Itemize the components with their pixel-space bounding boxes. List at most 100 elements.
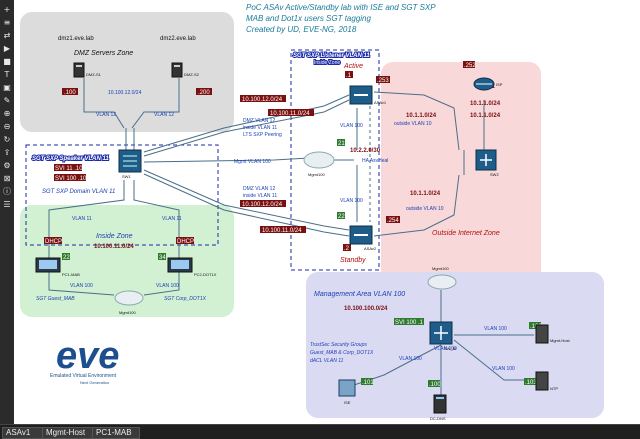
mgmt-cloud-inside[interactable]: Mgmt100 bbox=[114, 290, 144, 315]
exchange-icon[interactable]: ⇄ bbox=[3, 31, 11, 40]
mgmt-vlan100-label: Mgmt VLAN 100 bbox=[234, 159, 271, 165]
sxp-speaker-label: SGT SXP Speaker VLAN 11 bbox=[32, 156, 109, 162]
svg-text:ISP: ISP bbox=[496, 82, 503, 87]
list-icon[interactable]: ≡ bbox=[3, 18, 11, 27]
dcdns-node[interactable]: DC-DNS bbox=[430, 394, 447, 421]
svg-text:Mgmt100: Mgmt100 bbox=[119, 310, 136, 315]
zoom-in-icon[interactable]: ⊕ bbox=[3, 109, 11, 118]
dmz1-node[interactable]: dmz1.eve.lab DMZ-S1 bbox=[58, 36, 102, 78]
svg-text:Emulated Virtual Environment: Emulated Virtual Environment bbox=[50, 373, 117, 379]
svg-text:.200: .200 bbox=[198, 90, 210, 96]
vlan11-b: VLAN 11 bbox=[162, 216, 182, 222]
lock-icon[interactable]: ⊠ bbox=[3, 174, 11, 183]
sxp-peering-label: LTS SXP Peering bbox=[243, 132, 282, 138]
svg-text:dmz2.eve.lab: dmz2.eve.lab bbox=[160, 36, 196, 42]
mgmt-cloud-top[interactable]: Mgmt100 bbox=[303, 151, 335, 177]
ise-node[interactable]: ISE bbox=[338, 379, 356, 405]
inside-zone-small-label: Inside Zone bbox=[314, 60, 340, 66]
svg-text:21: 21 bbox=[338, 141, 345, 147]
sw2-node[interactable]: SW2 bbox=[475, 149, 499, 177]
svg-text:PC2-DOT1X: PC2-DOT1X bbox=[194, 272, 217, 277]
play-icon[interactable]: ▶ bbox=[3, 44, 11, 53]
topology-canvas[interactable]: PoC ASAv Active/Standby lab with ISE and… bbox=[14, 0, 640, 424]
task-tab-pc1-mab[interactable]: PC1-MAB bbox=[92, 427, 140, 439]
stop-icon[interactable]: ■ bbox=[3, 57, 11, 66]
svg-text:.254: .254 bbox=[387, 218, 399, 224]
net-outside1: 10.1.1.0/24 bbox=[406, 113, 437, 119]
svg-text:.253: .253 bbox=[377, 78, 389, 84]
vlan100-g: VLAN 100 bbox=[434, 346, 457, 352]
svg-text:SVI 100 .10: SVI 100 .10 bbox=[55, 176, 87, 182]
sxp-domain-label: SGT SXP Domain VLAN 11 bbox=[42, 189, 115, 195]
svg-text:DMZ-S2: DMZ-S2 bbox=[184, 72, 200, 77]
vlan100-f: VLAN 100 bbox=[399, 356, 422, 362]
svg-text:ASAv2: ASAv2 bbox=[364, 246, 377, 251]
vlan10b-label: outside VLAN 10 bbox=[406, 206, 444, 212]
vlan100-h: VLAN 100 bbox=[484, 326, 507, 332]
title-line-1: PoC ASAv Active/Standby lab with ISE and… bbox=[246, 3, 436, 12]
export-icon[interactable]: ⇪ bbox=[3, 148, 11, 157]
svg-text:ISE: ISE bbox=[344, 400, 351, 405]
sgt-guest-label: SGT Guest_MAB bbox=[36, 296, 75, 302]
isp-node[interactable]: ISP bbox=[473, 77, 503, 91]
pc1-node[interactable]: PC1-MAB bbox=[35, 257, 80, 277]
vlan10-label: outside VLAN 10 bbox=[394, 121, 432, 127]
vlan100-d: VLAN 100 bbox=[70, 283, 93, 289]
inside-vlan11-label-b: inside VLAN 11 bbox=[243, 193, 277, 199]
dmz-zone bbox=[20, 12, 234, 132]
asav2-node[interactable]: ASAv2 Standby bbox=[340, 225, 377, 264]
asav1-node[interactable]: ASAv1 Active bbox=[343, 63, 387, 105]
net-mgmt-label: 10.2.2.0/30 bbox=[350, 148, 381, 154]
ntp-node[interactable]: NTP bbox=[535, 371, 558, 391]
mgmt-host-node[interactable]: Mgmt-Host bbox=[535, 324, 570, 344]
title-line-3: Created by UD, EVE-NG, 2018 bbox=[246, 25, 357, 34]
svg-text:.252: .252 bbox=[464, 63, 476, 69]
outside-zone-label: Outside Internet Zone bbox=[432, 230, 500, 237]
text-icon[interactable]: T bbox=[4, 70, 10, 79]
dmz2-node[interactable]: dmz2.eve.lab DMZ-S2 bbox=[160, 36, 200, 78]
inside-zone-label: Inside Zone bbox=[96, 233, 133, 240]
svg-text:PC1-MAB: PC1-MAB bbox=[62, 272, 80, 277]
svg-text:DMZ-S1: DMZ-S1 bbox=[86, 72, 102, 77]
dmz-vlan12-label-b: DMZ VLAN 12 bbox=[243, 186, 275, 192]
standby-label: Standby bbox=[340, 257, 366, 264]
taskbar: ASAv1 Mgmt-Host PC1-MAB bbox=[0, 424, 640, 439]
svg-text:dmz1.eve.lab: dmz1.eve.lab bbox=[58, 36, 94, 42]
svg-text:.101: .101 bbox=[362, 380, 374, 386]
refresh-icon[interactable]: ↻ bbox=[3, 135, 11, 144]
trustsec-line2: Guest_MAB & Corp_DOT1X bbox=[310, 350, 374, 356]
vlan12-label-b: VLAN 12 bbox=[154, 112, 174, 118]
svg-text:SVI 100 .1: SVI 100 .1 bbox=[395, 320, 424, 326]
task-tab-mgmt-host[interactable]: Mgmt-Host bbox=[42, 427, 94, 439]
svg-text:Next Generation: Next Generation bbox=[80, 380, 109, 385]
svg-text:SVI 11 .10: SVI 11 .10 bbox=[55, 166, 83, 172]
net-isp2: 10.1.1.0/24 bbox=[470, 113, 501, 119]
menu-icon[interactable]: ☰ bbox=[3, 200, 11, 209]
pc2-node[interactable]: PC2-DOT1X bbox=[167, 257, 217, 277]
vlan12-label: VLAN 12 bbox=[96, 112, 116, 118]
zoom-out-icon[interactable]: ⊖ bbox=[3, 122, 11, 131]
svg-text:eve: eve bbox=[56, 335, 119, 377]
net-outside2: 10.1.1.0/24 bbox=[410, 191, 441, 197]
gear-icon[interactable]: ⚙ bbox=[3, 161, 11, 170]
svg-text:DHCP: DHCP bbox=[177, 239, 194, 245]
mgmt-cloud-area[interactable]: Mgmt100 bbox=[427, 266, 457, 290]
pen-icon[interactable]: ✎ bbox=[3, 96, 11, 105]
svg-text:10.100.12.0/24: 10.100.12.0/24 bbox=[242, 202, 283, 208]
sw1-node[interactable]: SW1 bbox=[118, 149, 142, 179]
svg-text:DC-DNS: DC-DNS bbox=[430, 416, 446, 421]
image-icon[interactable]: ▣ bbox=[3, 83, 11, 92]
task-tab-asav1[interactable]: ASAv1 bbox=[2, 427, 44, 439]
svg-text:.1: .1 bbox=[346, 73, 352, 79]
svg-text:.2: .2 bbox=[344, 246, 350, 252]
info-icon[interactable]: ⓘ bbox=[3, 187, 11, 196]
vlan11-a: VLAN 11 bbox=[72, 216, 92, 222]
swm-node[interactable]: SW_M bbox=[429, 321, 456, 351]
svg-text:.100: .100 bbox=[64, 90, 76, 96]
vlan100-a: VLAN 100 bbox=[340, 123, 363, 129]
vlan100-b: VLAN 100 bbox=[340, 198, 363, 204]
sxp-speaker-box bbox=[25, 144, 219, 246]
svg-text:10.100.11.0/24: 10.100.11.0/24 bbox=[270, 111, 310, 117]
trustsec-line1: TrustSec Security Groups bbox=[310, 342, 367, 348]
plus-icon[interactable]: + bbox=[3, 5, 11, 14]
